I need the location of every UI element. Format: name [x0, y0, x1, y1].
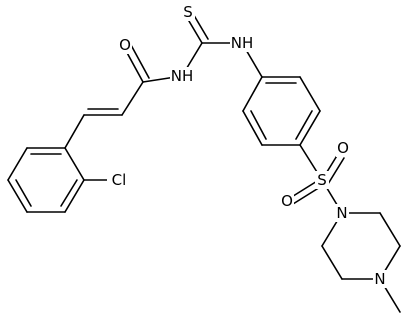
- bond: [299, 110, 321, 146]
- bond: [7, 147, 28, 181]
- atom-piperazine-n1: N: [335, 204, 349, 222]
- bond: [379, 212, 401, 247]
- atom-label: Cl: [112, 171, 127, 189]
- atom-label: S: [183, 3, 193, 21]
- atom-label-layer: O NH S NH Cl S: [107, 3, 387, 288]
- atom-amide-nh: NH: [170, 67, 194, 85]
- atom-label: N: [336, 204, 347, 222]
- bond: [124, 48, 144, 83]
- atom-piperazine-n4: N: [373, 270, 387, 288]
- atom-label: NH: [231, 34, 254, 52]
- bond: [295, 110, 313, 140]
- bond: [15, 179, 32, 207]
- atom-thioamide-nh: NH: [230, 34, 254, 52]
- bond: [299, 76, 321, 112]
- atom-sulfonyl-oxygen-left: O: [280, 192, 294, 210]
- bond: [121, 81, 144, 116]
- bond-layer: [7, 11, 401, 313]
- bond: [327, 157, 345, 185]
- atom-chlorine: Cl: [107, 171, 131, 189]
- bond: [130, 44, 150, 79]
- atom-thio-sulfur: S: [181, 3, 195, 21]
- bond: [321, 245, 343, 280]
- bond: [7, 179, 28, 213]
- atom-label: O: [281, 192, 293, 210]
- atom-label: S: [317, 171, 327, 189]
- bond: [242, 76, 263, 112]
- atom-carbonyl-oxygen: O: [118, 36, 132, 54]
- bond: [250, 110, 267, 140]
- bond: [64, 179, 85, 213]
- atom-label: N: [374, 270, 385, 288]
- bond: [60, 179, 78, 207]
- atom-label: NH: [171, 67, 194, 85]
- bond: [64, 114, 85, 149]
- bond: [64, 147, 85, 181]
- atom-sulfonyl-oxygen-top: O: [336, 139, 350, 157]
- atom-sulfonyl-sulfur: S: [315, 171, 329, 189]
- bond: [242, 110, 263, 146]
- atom-label: O: [119, 36, 131, 54]
- atom-label: O: [337, 139, 349, 157]
